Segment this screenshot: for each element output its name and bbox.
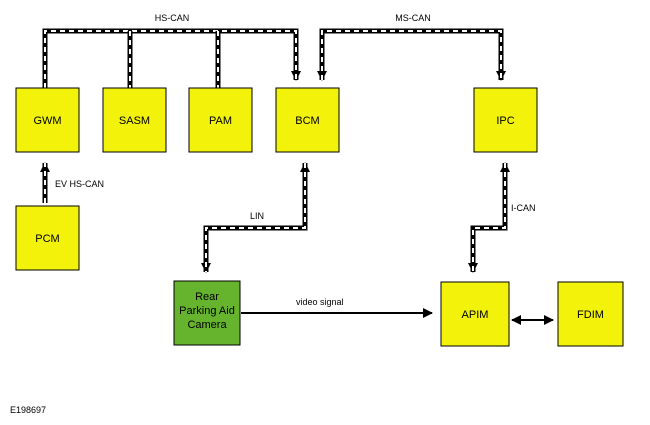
i-can-label: I-CAN [511, 203, 536, 213]
gwm-label: GWM [33, 115, 61, 127]
camera-label-line-2: Parking Aid [179, 305, 235, 317]
module-pcm: PCM [15, 205, 80, 271]
module-fdim: FDIM [557, 281, 624, 347]
pcm-label: PCM [35, 233, 59, 245]
apim-label: APIM [462, 309, 489, 321]
sasm-label: SASM [119, 115, 150, 127]
ms-can-label: MS-CAN [395, 13, 431, 23]
module-apim: APIM [440, 281, 510, 347]
bcm-label: BCM [295, 115, 319, 127]
fdim-label: FDIM [577, 309, 604, 321]
ipc-label: IPC [496, 115, 514, 127]
camera-label-line-3: Camera [187, 319, 227, 331]
module-sasm: SASM [102, 87, 167, 153]
hs-can-label: HS-CAN [155, 13, 190, 23]
ms-can-bus [317, 28, 506, 81]
hs-can-bus [42, 28, 301, 88]
lin-label: LIN [250, 211, 264, 221]
pam-label: PAM [209, 115, 232, 127]
camera-label-line-1: Rear [195, 291, 219, 303]
module-ipc: IPC [473, 87, 538, 153]
lin-bus [201, 162, 310, 273]
i-can-bus [468, 162, 510, 273]
video-signal-label: video signal [296, 297, 344, 307]
module-rear-parking-aid-camera: Rear Parking Aid Camera [173, 280, 241, 346]
module-pam: PAM [188, 87, 253, 153]
ev-hs-can-label: EV HS-CAN [55, 179, 104, 189]
figure-id: E198697 [10, 405, 46, 415]
module-gwm: GWM [15, 87, 80, 153]
module-bcm: BCM [275, 87, 340, 153]
